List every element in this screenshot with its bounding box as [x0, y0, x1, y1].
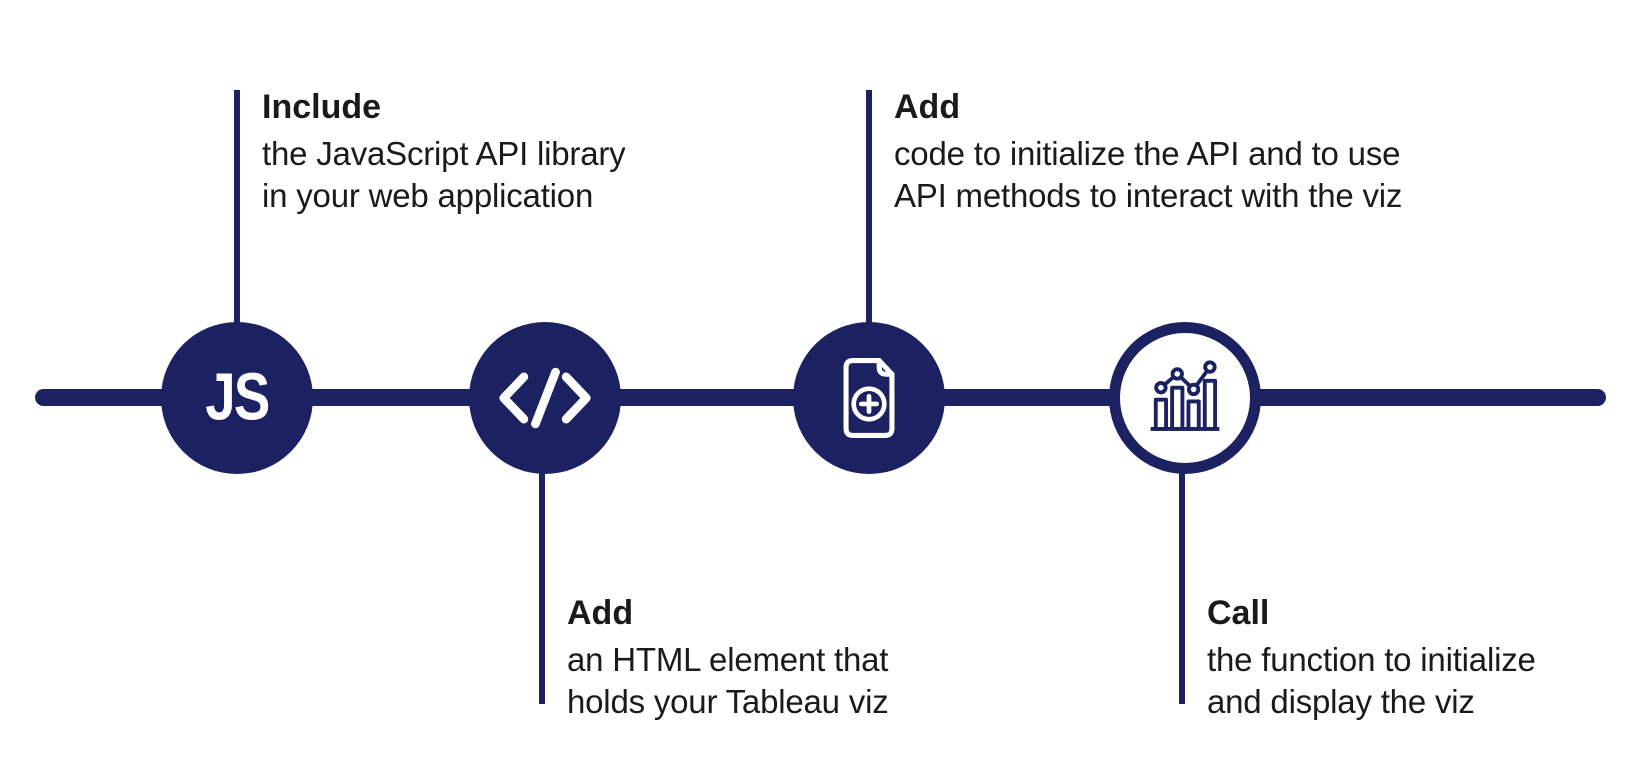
- step-description-line: an HTML element that: [567, 641, 889, 678]
- connector-step3: [866, 90, 872, 330]
- step-description-line: in your web application: [262, 177, 594, 214]
- step-node-add-code: [793, 322, 945, 474]
- step-description-line: the function to initialize: [1207, 641, 1536, 678]
- document-add-icon: [835, 355, 903, 441]
- step-description-line: code to initialize the API and to use: [894, 135, 1401, 172]
- js-icon: JS: [205, 360, 270, 435]
- code-icon: [497, 367, 593, 429]
- step-title: Add: [567, 594, 634, 632]
- step-title: Call: [1207, 594, 1270, 632]
- step-description-line: and display the viz: [1207, 683, 1475, 720]
- connector-step2: [539, 466, 545, 704]
- step-node-add-html: [469, 322, 621, 474]
- step-label-call: Call the function to initialize and disp…: [1207, 592, 1536, 723]
- step-description-line: API methods to interact with the viz: [894, 177, 1403, 214]
- step-description-line: holds your Tableau viz: [567, 683, 889, 720]
- step-node-include: JS: [161, 322, 313, 474]
- step-description-line: the JavaScript API library: [262, 135, 626, 172]
- step-label-add-html: Add an HTML element that holds your Tabl…: [567, 592, 889, 723]
- step-node-call: [1109, 322, 1261, 474]
- connector-step4: [1179, 466, 1185, 704]
- chart-icon: [1142, 355, 1228, 441]
- step-title: Add: [894, 88, 961, 126]
- step-label-include: Include the JavaScript API library in yo…: [262, 86, 626, 217]
- step-title: Include: [262, 88, 382, 126]
- connector-step1: [234, 90, 240, 330]
- step-label-add-code: Add code to initialize the API and to us…: [894, 86, 1402, 217]
